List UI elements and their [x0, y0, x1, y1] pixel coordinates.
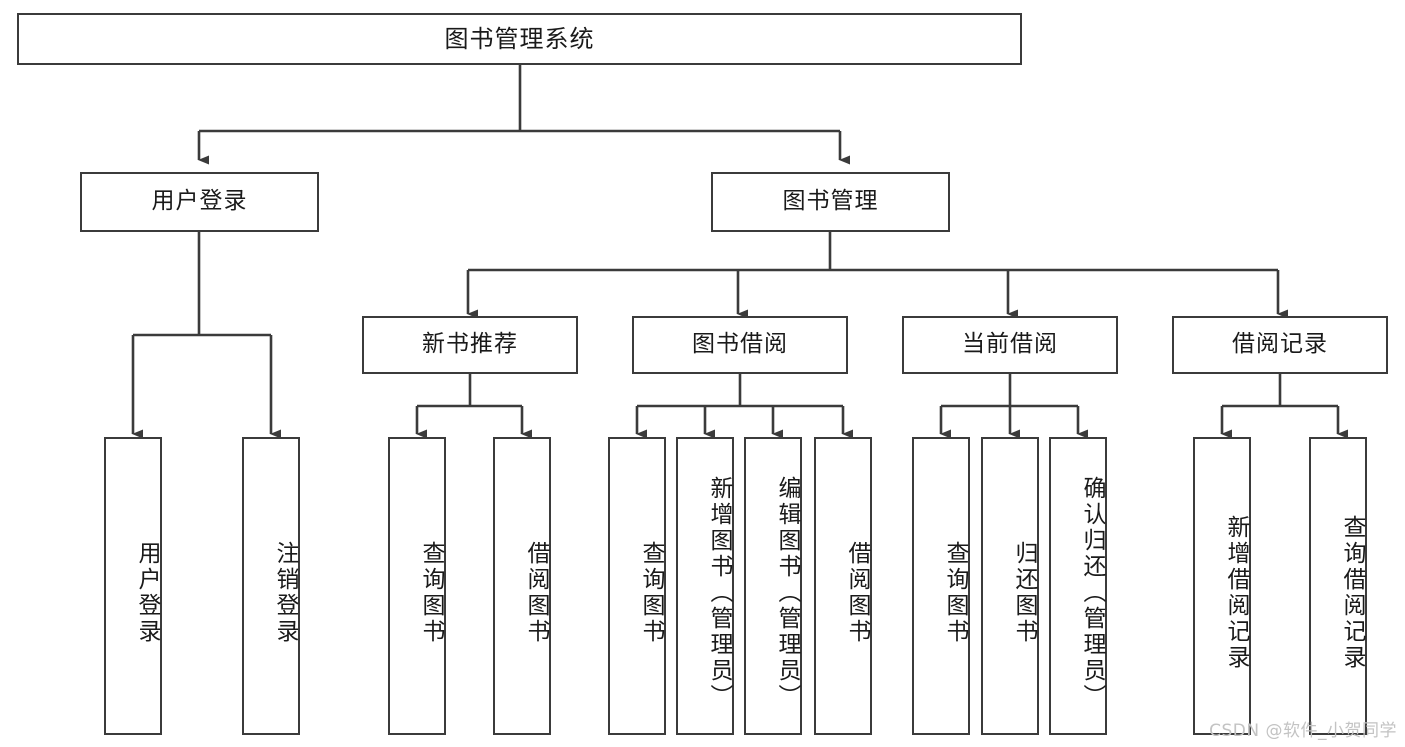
- leaf-record-add-record-label: 新增借阅记录: [1223, 515, 1249, 671]
- node-root-system-label: 图书管理系统: [444, 24, 595, 53]
- leaf-current-confirm-return-admin[interactable]: 确认归还（管理员）: [1049, 437, 1107, 735]
- leaf-borrow-borrow-book[interactable]: 借阅图书: [814, 437, 872, 735]
- node-borrow-record[interactable]: 借阅记录: [1172, 316, 1388, 374]
- leaf-current-confirm-return-admin-label: 确认归还（管理员）: [1079, 476, 1105, 710]
- node-user-login-label: 用户登录: [151, 188, 248, 215]
- leaf-user-login-login[interactable]: 用户登录: [104, 437, 162, 735]
- node-new-book-recommend-label: 新书推荐: [422, 331, 518, 358]
- leaf-current-query-book[interactable]: 查询图书: [912, 437, 970, 735]
- leaf-borrow-add-book-admin[interactable]: 新增图书（管理员）: [676, 437, 734, 735]
- node-current-borrow[interactable]: 当前借阅: [902, 316, 1118, 374]
- leaf-current-return-book-label: 归还图书: [1011, 541, 1037, 645]
- leaf-borrow-query-book-label: 查询图书: [638, 541, 664, 645]
- leaf-borrow-edit-book-admin[interactable]: 编辑图书（管理员）: [744, 437, 802, 735]
- leaf-borrow-borrow-book-label: 借阅图书: [844, 541, 870, 645]
- leaf-user-login-login-label: 用户登录: [134, 541, 160, 645]
- leaf-new-book-query-label: 查询图书: [418, 541, 444, 645]
- leaf-borrow-add-book-admin-label: 新增图书（管理员）: [706, 476, 732, 710]
- leaf-borrow-edit-book-admin-label: 编辑图书（管理员）: [774, 476, 800, 710]
- leaf-current-query-book-label: 查询图书: [942, 541, 968, 645]
- csdn-watermark: CSDN @软件_小贺同学: [1209, 721, 1397, 741]
- leaf-record-add-record[interactable]: 新增借阅记录: [1193, 437, 1251, 735]
- node-book-manage-label: 图书管理: [782, 188, 879, 215]
- node-user-login[interactable]: 用户登录: [80, 172, 319, 232]
- node-book-manage[interactable]: 图书管理: [711, 172, 950, 232]
- node-root-system[interactable]: 图书管理系统: [17, 13, 1022, 65]
- leaf-borrow-query-book[interactable]: 查询图书: [608, 437, 666, 735]
- leaf-record-query-record[interactable]: 查询借阅记录: [1309, 437, 1367, 735]
- leaf-user-login-logout[interactable]: 注销登录: [242, 437, 300, 735]
- node-book-borrow[interactable]: 图书借阅: [632, 316, 848, 374]
- node-book-borrow-label: 图书借阅: [692, 331, 788, 358]
- leaf-user-login-logout-label: 注销登录: [272, 541, 298, 645]
- leaf-new-book-borrow-label: 借阅图书: [523, 541, 549, 645]
- leaf-current-return-book[interactable]: 归还图书: [981, 437, 1039, 735]
- node-borrow-record-label: 借阅记录: [1232, 331, 1328, 358]
- node-current-borrow-label: 当前借阅: [962, 331, 1058, 358]
- node-new-book-recommend[interactable]: 新书推荐: [362, 316, 578, 374]
- leaf-new-book-borrow[interactable]: 借阅图书: [493, 437, 551, 735]
- leaf-record-query-record-label: 查询借阅记录: [1339, 515, 1365, 671]
- leaf-new-book-query[interactable]: 查询图书: [388, 437, 446, 735]
